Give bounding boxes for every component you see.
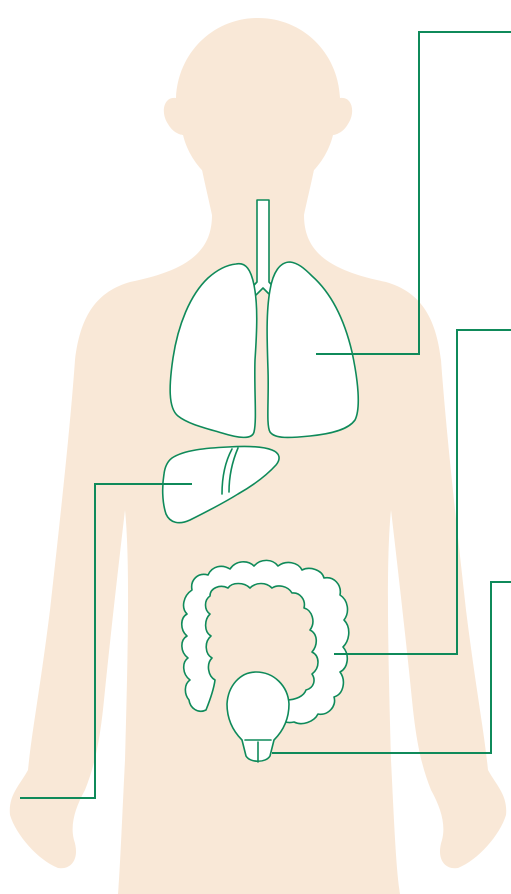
head-shape — [164, 18, 352, 195]
